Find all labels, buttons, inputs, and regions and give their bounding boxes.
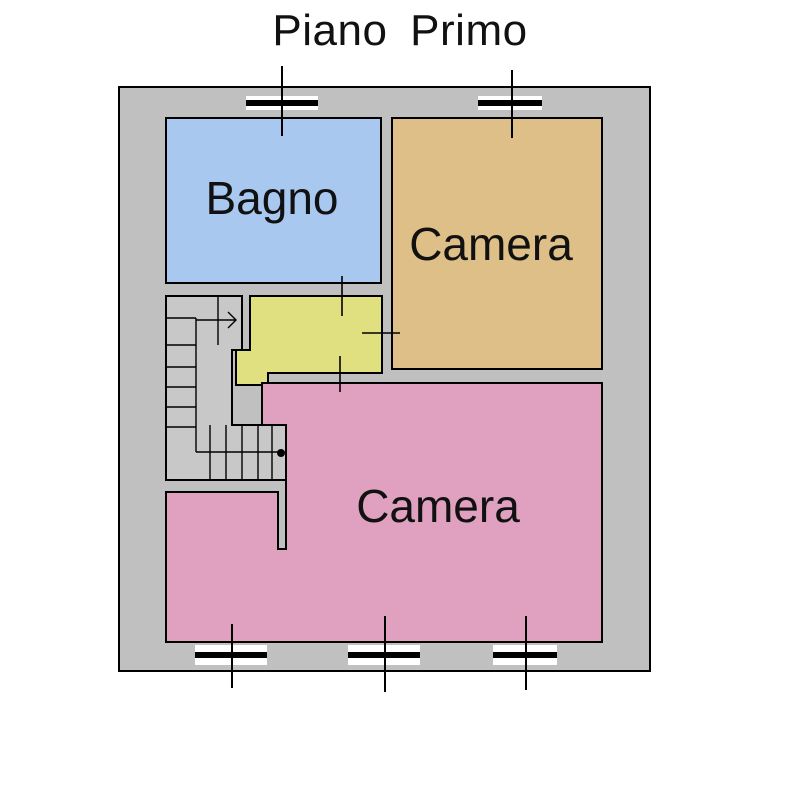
label-bedroom-top: Camera [409,218,573,270]
window-bottom-center [348,616,420,692]
room-bathroom [165,117,382,284]
staircase [165,295,287,481]
door-marks [339,276,400,392]
room-hallway [235,295,383,386]
window-top-right [478,70,542,138]
label-bathroom: Bagno [205,172,338,224]
window-bottom-right [493,616,557,690]
floor-title: Piano Primo [272,6,528,55]
window-top-left [246,66,318,136]
label-bedroom-bottom: Camera [356,480,520,532]
window-bottom-left [195,624,267,688]
room-bedroom-top [391,117,603,370]
